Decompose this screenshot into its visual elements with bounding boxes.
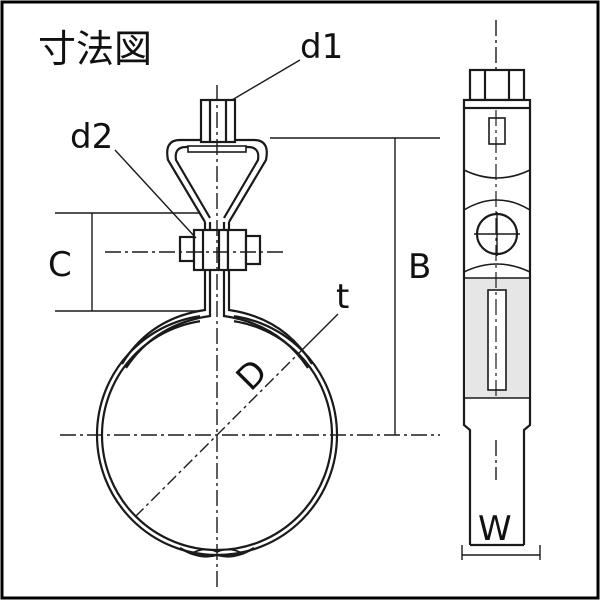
label-d: D (229, 352, 276, 399)
band-left-shoulder-inner (125, 222, 212, 369)
label-w: W (478, 509, 512, 549)
band-right-shoulder (227, 222, 313, 365)
band-right-shoulder-inner (222, 222, 309, 369)
bolt-nut-d2 (192, 228, 230, 272)
bolt-head-d2 (178, 235, 196, 263)
label-t: t (336, 277, 349, 317)
side-left-edge (462, 108, 472, 545)
diameter-line (134, 352, 300, 518)
label-d1: d1 (300, 27, 343, 67)
label-c: C (48, 245, 72, 285)
thickness-leader (298, 313, 339, 354)
d2-leader (114, 149, 197, 239)
band-left-shoulder (121, 222, 207, 365)
center-lines (60, 20, 497, 588)
side-top-nut (468, 68, 526, 102)
side-right-edge (522, 108, 532, 545)
side-view (462, 68, 532, 547)
top-nut-d1 (199, 98, 237, 144)
label-d2: d2 (70, 117, 113, 157)
drawing-title: 寸法図 (38, 27, 152, 71)
dimension-lines (55, 59, 541, 560)
d1-leader (231, 59, 301, 101)
label-b: B (408, 247, 431, 287)
